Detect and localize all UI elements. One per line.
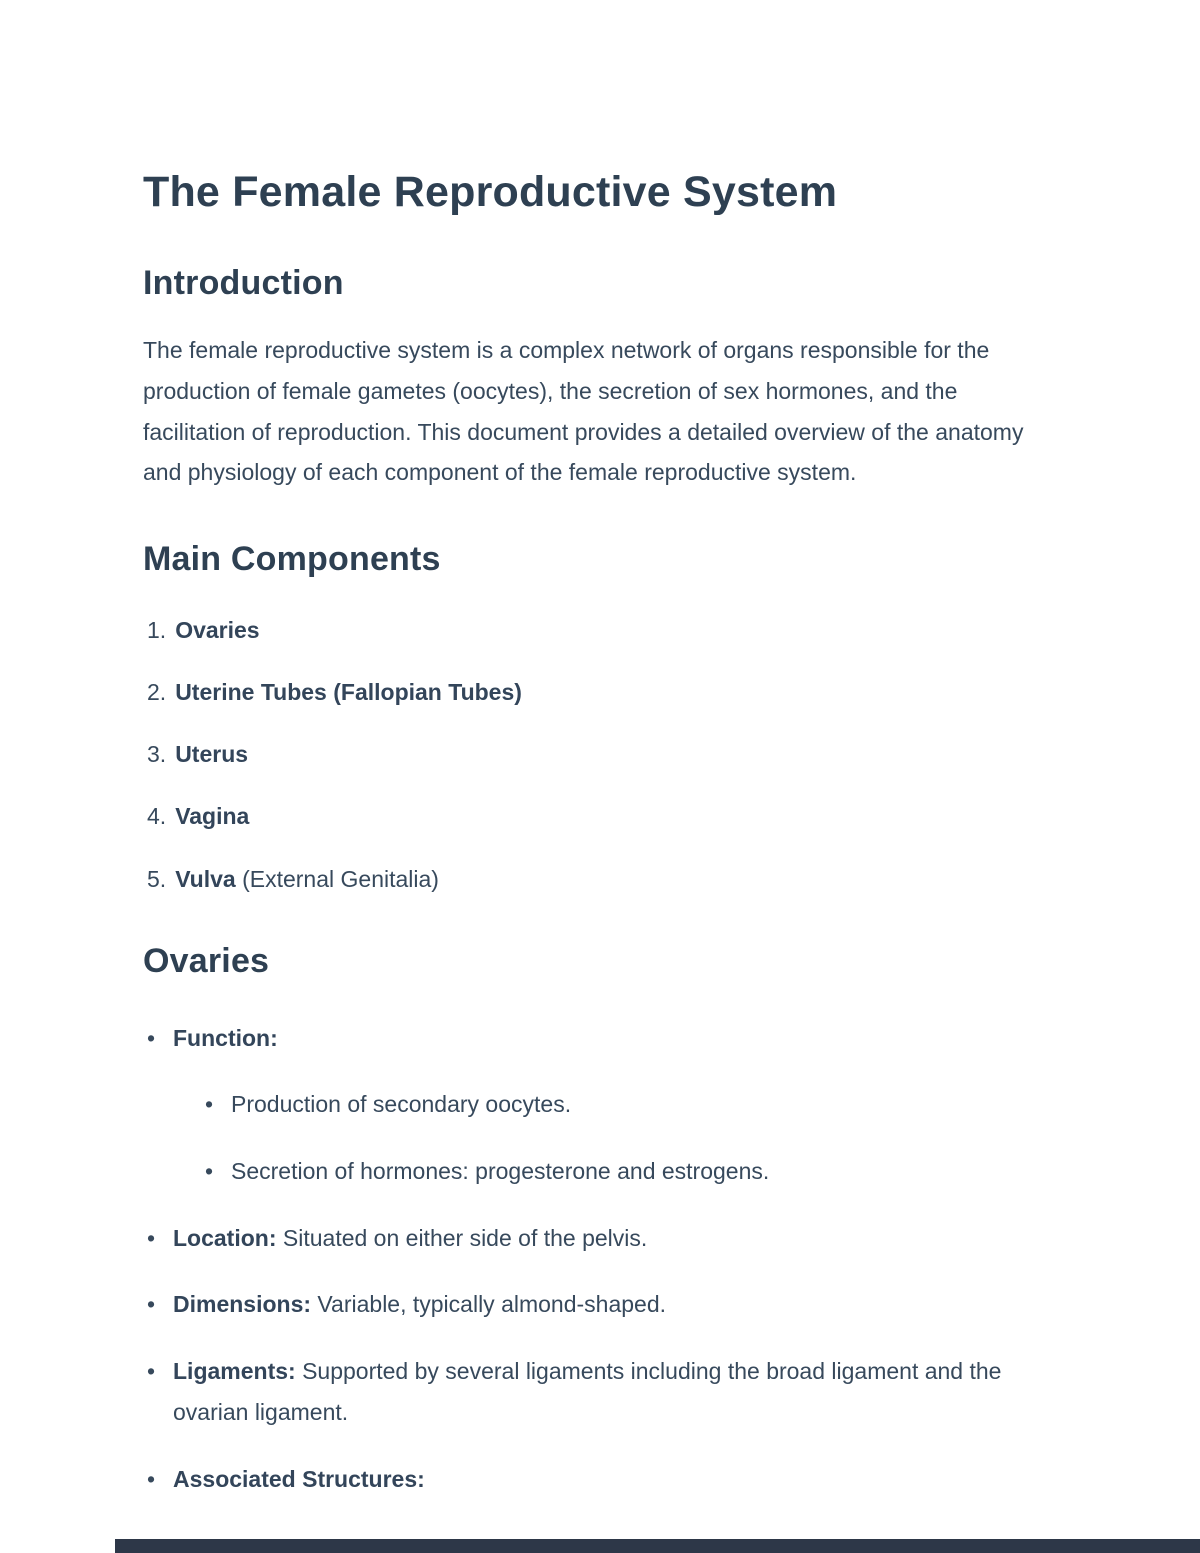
section-heading-introduction: Introduction — [143, 264, 344, 303]
list-item: Associated Structures: — [143, 1459, 1058, 1500]
list-item: 3. Uterus — [147, 738, 1058, 770]
introduction-paragraph: The female reproductive system is a comp… — [143, 337, 1024, 486]
list-item: Production of secondary oocytes. — [201, 1084, 1058, 1125]
list-item-rest: Supported by several ligaments including… — [173, 1358, 1002, 1425]
list-item-rest: (External Genitalia) — [235, 865, 439, 892]
section-heading-main-components: Main Components — [143, 540, 441, 579]
list-item-label: Ovaries — [175, 616, 260, 643]
list-item: Dimensions: Variable, typically almond-s… — [143, 1284, 1058, 1325]
list-item-label: Uterus — [175, 741, 249, 768]
list-item-number: 3. — [147, 741, 167, 768]
list-item-label: Uterine Tubes (Fallopian Tubes) — [175, 679, 522, 706]
list-item: 5. Vulva (External Genitalia) — [147, 863, 1058, 895]
list-item: 4. Vagina — [147, 800, 1058, 832]
list-item: 1. Ovaries — [147, 614, 1058, 646]
sub-item-text: Secretion of hormones: progesterone and … — [231, 1157, 770, 1184]
list-item-number: 2. — [147, 679, 167, 706]
page-break-bar — [115, 1539, 1200, 1553]
list-item: Secretion of hormones: progesterone and … — [201, 1151, 1058, 1192]
list-item-label: Dimensions: — [173, 1291, 312, 1318]
list-item-number: 5. — [147, 865, 167, 892]
list-item: Function: Production of secondary oocyte… — [143, 1018, 1058, 1192]
list-item-label: Location: — [173, 1224, 277, 1251]
sub-item-text: Production of secondary oocytes. — [231, 1091, 572, 1118]
ovaries-list: Function: Production of secondary oocyte… — [143, 1018, 1058, 1500]
function-sublist: Production of secondary oocytes. Secreti… — [201, 1084, 1058, 1191]
page-title: The Female Reproductive System — [143, 168, 838, 216]
list-item-label: Vulva — [175, 865, 236, 892]
list-item: 2. Uterine Tubes (Fallopian Tubes) — [147, 676, 1058, 708]
list-item: Location: Situated on either side of the… — [143, 1218, 1058, 1259]
list-item-number: 4. — [147, 803, 167, 830]
main-components-list: 1. Ovaries 2. Uterine Tubes (Fallopian Tub… — [143, 614, 1058, 895]
list-item-label: Function: — [173, 1024, 278, 1051]
list-item-label: Associated Structures: — [173, 1465, 425, 1492]
list-item: Ligaments: Supported by several ligament… — [143, 1351, 1058, 1432]
list-item-label: Ligaments: — [173, 1358, 296, 1385]
list-item-number: 1. — [147, 616, 167, 643]
list-item-rest: Variable, typically almond-shaped. — [311, 1291, 667, 1318]
list-item-label: Vagina — [175, 803, 250, 830]
document-content: The Female Reproductive System Introduct… — [143, 168, 1058, 1525]
section-heading-ovaries: Ovaries — [143, 941, 270, 980]
list-item-rest: Situated on either side of the pelvis. — [276, 1224, 648, 1251]
